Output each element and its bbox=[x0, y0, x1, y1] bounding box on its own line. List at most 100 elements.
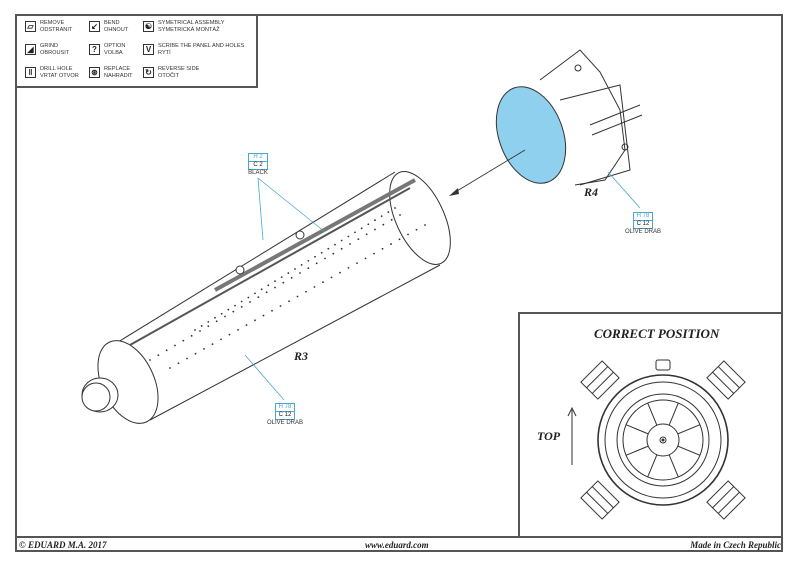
rivet-hole bbox=[279, 305, 282, 307]
legend-label: OPTION bbox=[104, 43, 126, 49]
rivet-hole bbox=[305, 290, 307, 293]
rivet-hole bbox=[207, 325, 210, 328]
footer-copyright: © EDUARD M.A. 2017 bbox=[19, 540, 107, 550]
rivet-hole bbox=[330, 276, 333, 279]
legend-label-cz: OHNOUT bbox=[104, 26, 129, 33]
rivet-hole bbox=[227, 308, 230, 311]
rivet-hole bbox=[340, 239, 343, 242]
footer-origin: Made in Czech Republic bbox=[690, 540, 781, 550]
rivet-hole bbox=[424, 224, 426, 226]
rivet-hole bbox=[294, 268, 296, 270]
legend-label: GRIND bbox=[40, 43, 59, 49]
rivet-hole bbox=[211, 343, 214, 346]
rivet-hole bbox=[322, 281, 324, 284]
legend-label-cz: SYMETRICKÁ MONTÁŽ bbox=[158, 26, 220, 33]
rivet-hole bbox=[190, 334, 193, 337]
bend-icon: ↙ bbox=[89, 21, 100, 32]
replace-icon: ⊛ bbox=[89, 67, 100, 78]
remove-icon: ▱ bbox=[25, 21, 36, 32]
paint-code-h: H 78 bbox=[275, 403, 295, 412]
wheel-spoke bbox=[625, 445, 649, 456]
rivet-hole bbox=[313, 286, 316, 288]
assembly-arrow bbox=[449, 149, 526, 196]
rivet-hole bbox=[237, 328, 239, 331]
grind-icon: ◢ bbox=[25, 44, 36, 55]
rivet-hole bbox=[265, 291, 268, 294]
symmetrical-assembly-icon: ☯ bbox=[143, 21, 154, 32]
paint-callout-olive-r3: H 78 C 12 OLIVE DRAB bbox=[260, 403, 310, 426]
rivet-hole bbox=[194, 329, 196, 331]
rivet-hole bbox=[157, 354, 160, 357]
rivet-hole bbox=[240, 300, 243, 303]
rivet-hole bbox=[339, 271, 341, 274]
rivet-hole bbox=[254, 319, 256, 322]
rivet-hole bbox=[287, 272, 290, 274]
rivet-hole bbox=[203, 348, 205, 350]
rivet-hole bbox=[290, 276, 293, 279]
rivet-hole bbox=[307, 259, 310, 262]
rivet-hole bbox=[364, 257, 367, 260]
rivet-hole bbox=[356, 262, 358, 265]
rivet-hole bbox=[240, 305, 243, 308]
rivet-hole bbox=[247, 296, 250, 299]
rivet-hole bbox=[262, 314, 265, 317]
legend-label: REPLACE bbox=[104, 66, 131, 72]
rivet-hole bbox=[207, 320, 210, 323]
paint-code-h: H 2 bbox=[248, 153, 268, 162]
rivet-hole bbox=[314, 255, 316, 258]
rivet-hole bbox=[307, 267, 310, 270]
rivet-hole bbox=[320, 251, 323, 254]
legend-label: REVERSE SIDE bbox=[158, 66, 200, 72]
rivet-hole bbox=[257, 296, 260, 299]
legend-label: SYMETRICAL ASSEMBLY bbox=[158, 20, 225, 26]
legend-label: BEND bbox=[104, 20, 120, 26]
rivet-hole bbox=[374, 228, 376, 231]
rivet-hole bbox=[260, 288, 263, 291]
reverse-side-icon: ↻ bbox=[143, 67, 154, 78]
rivet-hole bbox=[232, 310, 235, 313]
rivet-hole bbox=[215, 320, 218, 323]
legend-label-cz: RYTÍ bbox=[158, 49, 171, 56]
rivet-hole bbox=[334, 243, 336, 246]
footer-website[interactable]: www.eduard.com bbox=[365, 540, 429, 550]
rivet-hole bbox=[332, 252, 335, 255]
rivet-hole bbox=[149, 359, 151, 361]
rivet-hole bbox=[296, 295, 299, 298]
rivet-hole bbox=[254, 292, 256, 295]
paint-name: BLACK bbox=[248, 170, 268, 176]
paint-name: OLIVE DRAB bbox=[624, 229, 661, 235]
legend-label-cz: VRTAT OTVOR bbox=[40, 72, 79, 79]
rivet-hole bbox=[374, 219, 376, 222]
rivet-hole bbox=[288, 300, 290, 303]
drill-hole-icon: ‖ bbox=[25, 67, 36, 78]
correct-position-title: CORRECT POSITION bbox=[594, 326, 720, 341]
rivet-hole bbox=[394, 207, 396, 209]
rivet-hole bbox=[200, 325, 203, 327]
rivet-hole bbox=[382, 223, 385, 226]
rivet-hole bbox=[390, 218, 393, 221]
paint-callout-olive-r4: H 78 C 12 OLIVE DRAB bbox=[618, 212, 668, 235]
rivet-hole bbox=[381, 247, 384, 250]
rivet-hole bbox=[324, 257, 326, 260]
part-r4-cap bbox=[495, 49, 643, 186]
rivet-hole bbox=[228, 333, 231, 336]
legend-label: REMOVE bbox=[40, 20, 65, 26]
rivet-hole bbox=[327, 247, 330, 250]
rivet-hole bbox=[224, 315, 226, 318]
rivet-hole bbox=[267, 284, 270, 287]
legend-label-cz: NAHRADIT bbox=[104, 72, 133, 79]
paint-code-c: C 2 bbox=[248, 162, 268, 170]
rivet-hole bbox=[220, 338, 222, 341]
part-r3-cylinder bbox=[81, 171, 451, 424]
rivet-hole bbox=[300, 264, 303, 266]
wheel-spoke bbox=[625, 424, 649, 435]
correct-position-view bbox=[580, 359, 746, 520]
